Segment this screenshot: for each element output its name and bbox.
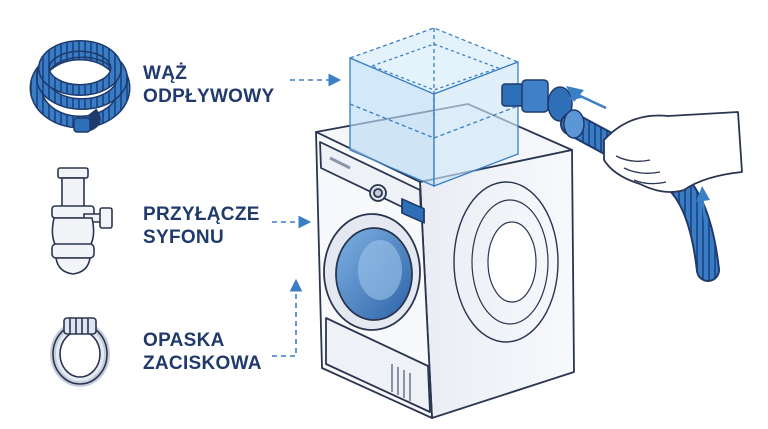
label-drain-hose: WĄŻ ODPŁYWOWY	[143, 62, 274, 108]
hose-connector	[501, 79, 573, 122]
coiled-hose-icon	[29, 40, 131, 133]
water-tank	[348, 27, 520, 187]
label-siphon-line2: SYFONU	[143, 227, 224, 248]
leader-line-clamp	[272, 278, 303, 357]
label-clamp-line1: OPASKA	[143, 330, 225, 351]
label-clamp-line2: ZACISKOWA	[143, 353, 262, 374]
siphon-fitting-icon	[51, 167, 113, 275]
display-panel	[401, 197, 425, 224]
arrow-icon	[566, 86, 710, 229]
label-drain-hose-line2: ODPŁYWOWY	[143, 86, 275, 107]
label-siphon-connection: PRZYŁĄCZE SYFONU	[143, 203, 260, 249]
hand-holding-hose	[560, 109, 743, 282]
hose-clamp-icon	[50, 317, 110, 387]
leader-lines	[272, 73, 342, 357]
label-hose-clamp: OPASKA ZACISKOWA	[143, 329, 262, 375]
label-drain-hose-line1: WĄŻ	[143, 63, 188, 84]
label-siphon-line1: PRZYŁĄCZE	[143, 204, 260, 225]
